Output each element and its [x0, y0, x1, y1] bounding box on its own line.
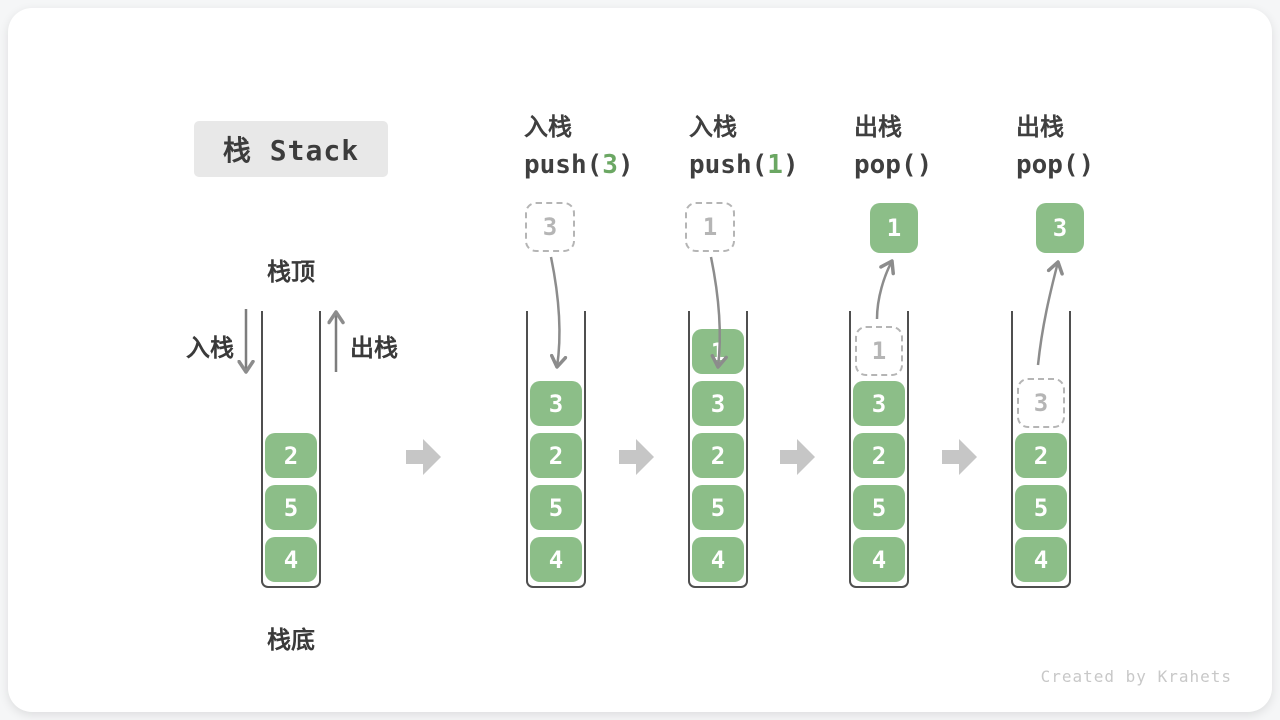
stack-box: 2	[530, 433, 582, 478]
op-name: 出栈	[1016, 114, 1064, 141]
stack-frame-after-push-3	[526, 311, 586, 588]
op-code: pop()	[1016, 150, 1095, 180]
stack-box: 5	[265, 485, 317, 530]
ghost-slot: 3	[1017, 378, 1065, 428]
stack-box: 2	[853, 433, 905, 478]
stack-box: 3	[853, 381, 905, 426]
stack-box: 5	[530, 485, 582, 530]
stack-top-label: 栈顶	[267, 259, 315, 286]
flow-arrow-icon	[619, 439, 654, 475]
ghost-slot: 1	[855, 326, 903, 376]
op-name: 出栈	[854, 114, 902, 141]
op-header-pop-1: 出栈 pop()	[854, 114, 1024, 180]
popped-value-box: 1	[870, 203, 918, 253]
credit-text: Created by Krahets	[1040, 667, 1232, 686]
stack-frame-after-push-1	[688, 311, 748, 588]
stack-box: 2	[1015, 433, 1067, 478]
title-badge-label: 栈 Stack	[222, 134, 360, 167]
op-code-arg: 3	[602, 150, 618, 180]
op-code: push(3)	[524, 150, 634, 180]
floating-push-value: 3	[525, 202, 575, 252]
stack-box: 5	[853, 485, 905, 530]
stack-box: 4	[692, 537, 744, 582]
stack-box: 4	[265, 537, 317, 582]
stack-box: 3	[692, 381, 744, 426]
stack-box: 1	[692, 329, 744, 374]
stack-box: 2	[265, 433, 317, 478]
push-side-label: 入栈	[186, 335, 234, 362]
op-code: push(1)	[689, 150, 799, 180]
stack-box: 4	[853, 537, 905, 582]
stack-box: 3	[530, 381, 582, 426]
stack-box: 4	[530, 537, 582, 582]
stack-frame-after-pop-3	[1011, 311, 1071, 588]
stack-box: 5	[692, 485, 744, 530]
op-name: 入栈	[524, 114, 572, 141]
op-name: 入栈	[689, 114, 737, 141]
stack-box: 5	[1015, 485, 1067, 530]
op-code: pop()	[854, 150, 933, 180]
stack-frame-initial	[261, 311, 321, 588]
stack-frame-after-pop-1	[849, 311, 909, 588]
op-code-arg: 1	[767, 150, 783, 180]
stack-box: 2	[692, 433, 744, 478]
title-badge: 栈 Stack	[194, 121, 388, 177]
flow-arrow-icon	[942, 439, 977, 475]
pop-side-label: 出栈	[350, 335, 398, 362]
floating-push-value: 1	[685, 202, 735, 252]
op-header-push-1: 入栈 push(1)	[689, 114, 859, 180]
op-header-pop-2: 出栈 pop()	[1016, 114, 1186, 180]
popped-value-box: 3	[1036, 203, 1084, 253]
flow-arrow-icon	[406, 439, 441, 475]
op-header-push-3: 入栈 push(3)	[524, 114, 694, 180]
diagram-card: 栈 Stack 入栈 push(3) 入栈 push(1) 出栈 pop() 出…	[8, 8, 1272, 712]
flow-arrow-icon	[780, 439, 815, 475]
stack-bottom-label: 栈底	[267, 627, 315, 654]
stack-box: 4	[1015, 537, 1067, 582]
